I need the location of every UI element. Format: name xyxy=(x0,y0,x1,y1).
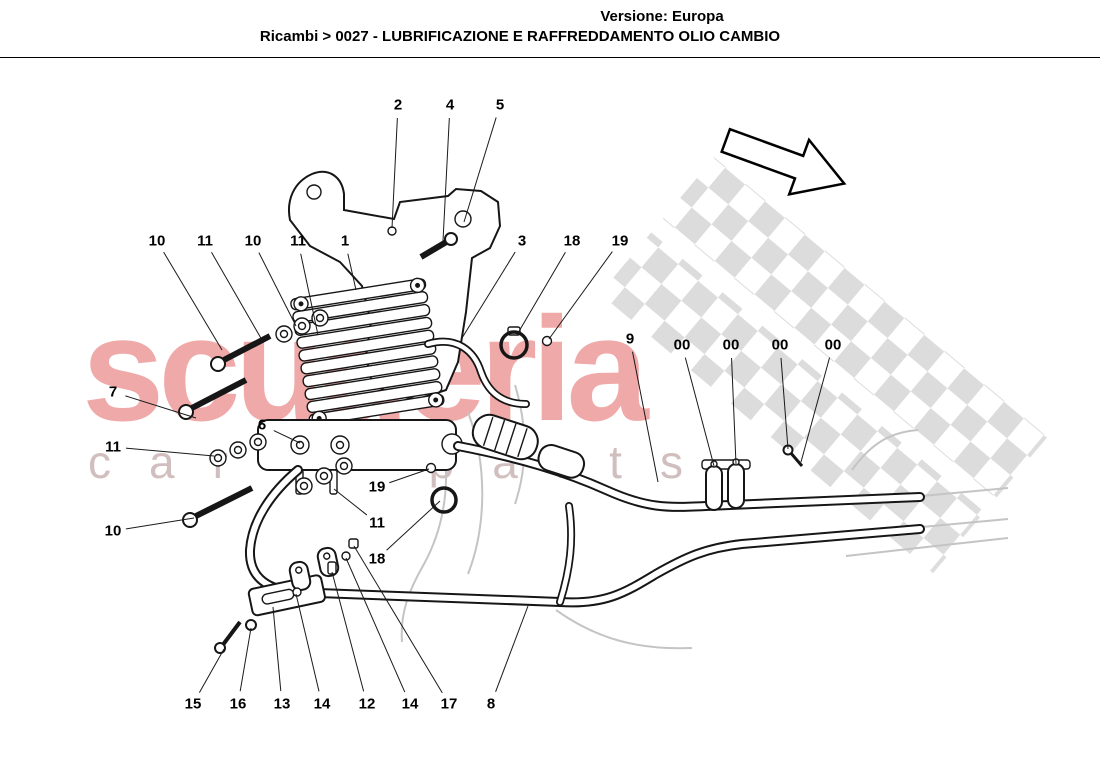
leader-lines xyxy=(125,117,831,694)
checkered-flag-watermark xyxy=(599,157,1048,574)
oil-cooler xyxy=(290,277,445,427)
pipe-bracket-assembly xyxy=(214,538,359,654)
hose-couplings xyxy=(425,413,586,514)
direction-arrow-icon xyxy=(720,127,847,197)
header-divider xyxy=(0,57,1100,58)
elbow-hose xyxy=(424,326,553,408)
page-header: Versione: Europa Ricambi > 0027 - LUBRIF… xyxy=(0,8,1100,45)
page-title: Ricambi > 0027 - LUBRIFICAZIONE E RAFFRE… xyxy=(259,28,781,45)
oil-pipes xyxy=(244,441,925,608)
version-label: Versione: Europa xyxy=(600,8,724,25)
